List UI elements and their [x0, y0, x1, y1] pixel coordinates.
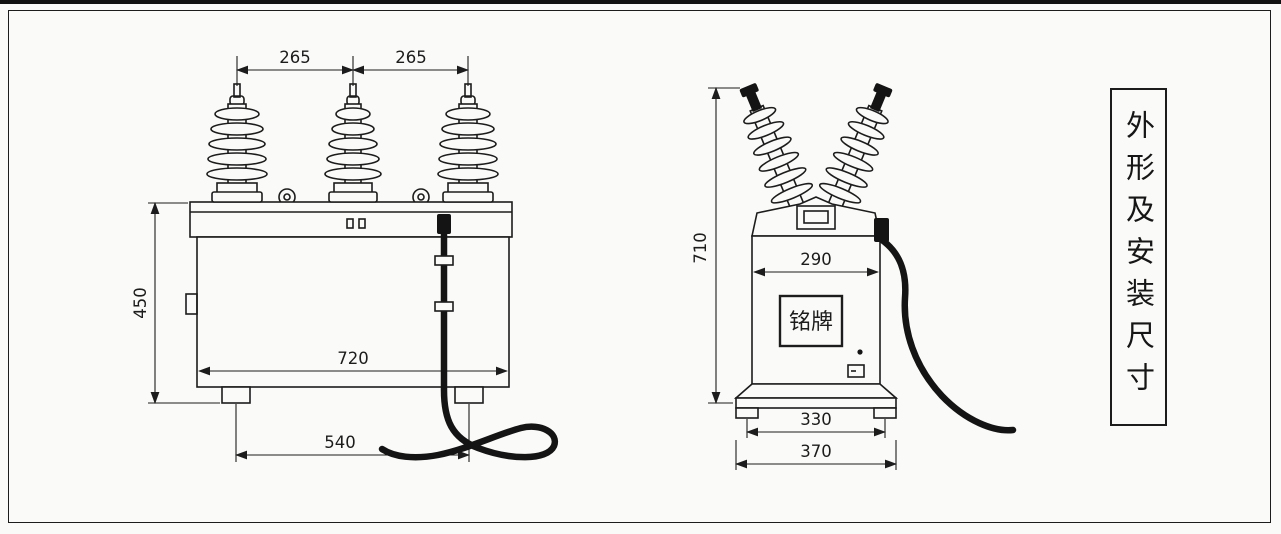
side-base — [733, 383, 899, 419]
front-side-valve — [185, 293, 198, 315]
front-bushing-right — [437, 83, 499, 203]
side-dim-330: 330 — [800, 410, 832, 429]
front-dim-height — [148, 201, 220, 405]
front-cable-clamp-1 — [434, 255, 454, 266]
side-terminal-right — [869, 91, 887, 112]
side-dim-feet — [745, 419, 887, 438]
front-dim-540: 540 — [324, 433, 356, 452]
side-dim-height — [708, 86, 740, 405]
drawing-frame — [8, 10, 1271, 523]
front-tank-lid — [189, 201, 513, 238]
front-cable-plug — [437, 214, 451, 234]
top-border-bar — [0, 0, 1281, 4]
side-dot-detail — [857, 349, 863, 355]
front-dim-720: 720 — [337, 349, 369, 368]
side-nameplate: 铭牌 — [778, 294, 844, 348]
front-tank-body — [185, 236, 510, 404]
side-terminal-left — [745, 91, 763, 112]
side-dim-370: 370 — [800, 442, 832, 461]
side-view: 710 — [691, 83, 1017, 470]
front-view: 265 265 — [131, 48, 559, 462]
side-foot-right — [873, 407, 897, 419]
front-foot-right — [454, 386, 484, 404]
side-small-box — [847, 364, 865, 378]
side-foot-left — [735, 407, 759, 419]
front-bushing-middle — [324, 83, 382, 203]
front-cable-clamp-2 — [434, 301, 454, 312]
title-panel: 外形及安装尺寸 — [1110, 88, 1167, 426]
front-bushing-left — [206, 83, 268, 203]
side-bushing-left — [739, 83, 814, 212]
front-foot-left — [221, 386, 251, 404]
front-dim-bushing-spacing — [235, 56, 470, 86]
side-bushing-right — [818, 83, 893, 212]
nameplate-label: 铭牌 — [789, 310, 833, 335]
side-dim-base-width — [734, 440, 898, 470]
side-cable — [874, 218, 1017, 434]
front-cable — [378, 214, 559, 461]
side-dim-710: 710 — [691, 232, 710, 264]
side-top-cap — [751, 196, 881, 237]
title-text: 外形及安装尺寸 — [1121, 110, 1156, 404]
front-dim-450: 450 — [131, 287, 150, 319]
side-dim-290: 290 — [800, 250, 832, 269]
front-dim-265-left: 265 — [279, 48, 311, 67]
front-dim-265-right: 265 — [395, 48, 427, 67]
side-cable-plug — [874, 218, 889, 242]
